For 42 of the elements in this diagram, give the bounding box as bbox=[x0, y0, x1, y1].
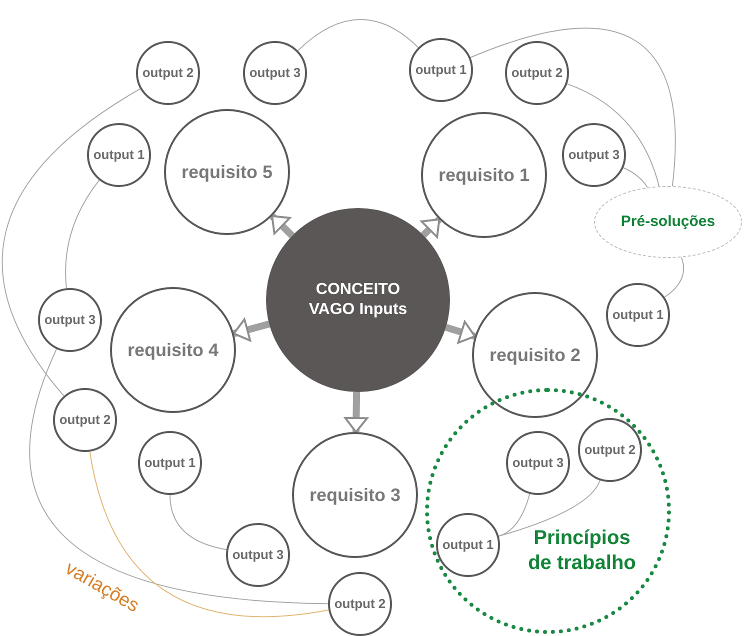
node-label: CONCEITO VAGO Inputs bbox=[308, 280, 408, 320]
hollow-arrow bbox=[344, 392, 368, 433]
output-circle bbox=[87, 123, 151, 187]
variation-curve bbox=[89, 451, 330, 618]
connector-curve bbox=[566, 83, 660, 187]
node-label: output 2 bbox=[510, 64, 564, 82]
hollow-arrow bbox=[232, 318, 270, 342]
node-label: Princípios de trabalho bbox=[527, 526, 637, 576]
principle-circle bbox=[425, 388, 671, 634]
node-label: output 3 bbox=[511, 454, 565, 472]
node-label: output 1 bbox=[414, 62, 468, 78]
node-label: output 2 bbox=[141, 64, 195, 82]
connector-curve bbox=[498, 493, 530, 537]
node-label: output 2 bbox=[583, 442, 637, 458]
node-label: output 1 bbox=[92, 146, 146, 164]
connector-curve bbox=[29, 348, 328, 604]
connector-curve bbox=[297, 19, 419, 52]
connector-curve bbox=[622, 167, 648, 188]
node-label: output 2 bbox=[333, 596, 387, 612]
connector-curve bbox=[65, 180, 100, 289]
node-label: Pré-soluções bbox=[620, 212, 716, 232]
node-label: requisito 4 bbox=[126, 338, 220, 362]
node-label: output 3 bbox=[43, 312, 97, 328]
node-label: output 3 bbox=[231, 546, 285, 564]
node-label: output 1 bbox=[143, 454, 197, 472]
node-label: requisito 2 bbox=[488, 344, 582, 366]
node-label: requisito 1 bbox=[437, 164, 531, 186]
node-label: output 1 bbox=[611, 306, 665, 324]
connector-curve bbox=[170, 494, 227, 550]
node-label: output 2 bbox=[58, 412, 112, 428]
hollow-arrow bbox=[444, 320, 476, 344]
node-label: output 3 bbox=[567, 146, 621, 164]
connector-curve bbox=[470, 28, 676, 187]
node-label: requisito 3 bbox=[308, 484, 402, 506]
connector-curve bbox=[498, 480, 600, 537]
node-label: output 1 bbox=[441, 536, 495, 554]
node-label: requisito 5 bbox=[180, 160, 274, 184]
hollow-arrow bbox=[270, 214, 295, 238]
connector-curve bbox=[2, 88, 141, 396]
hollow-arrow bbox=[420, 216, 442, 238]
connector-curve bbox=[664, 256, 684, 298]
node-label: output 3 bbox=[248, 64, 302, 82]
